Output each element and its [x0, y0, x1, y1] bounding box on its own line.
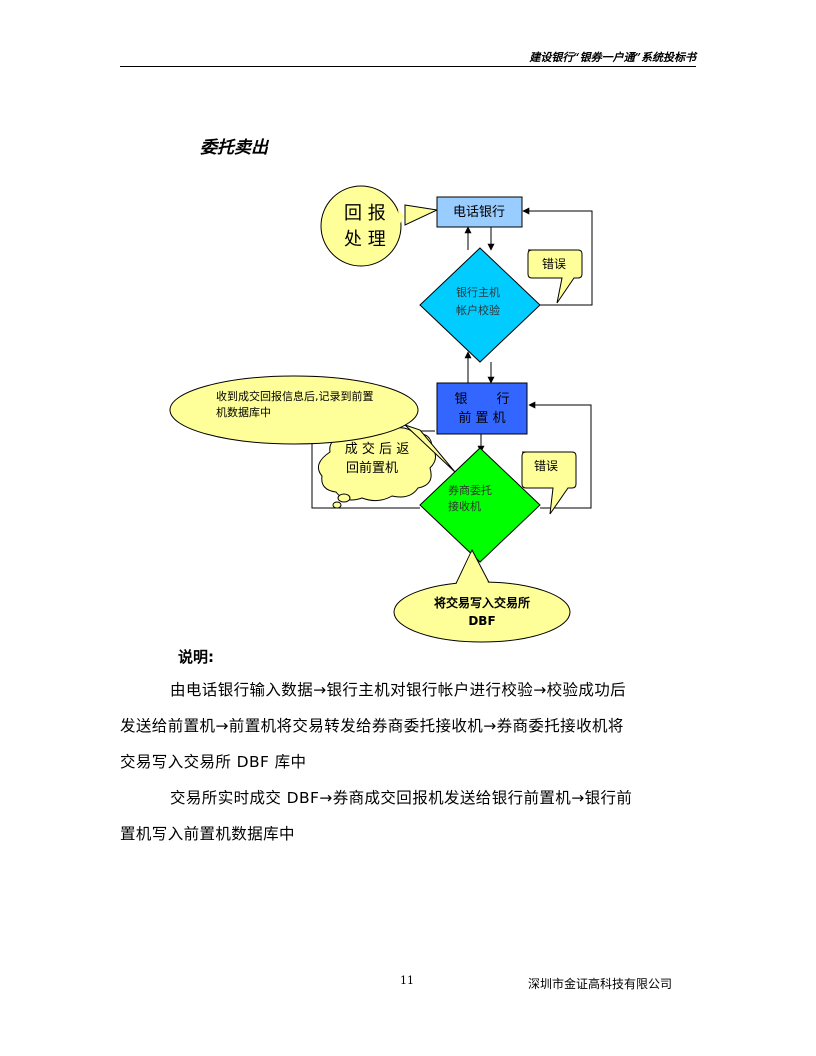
error2-label: 错误: [534, 459, 558, 473]
section-title: 委托卖出: [200, 138, 268, 158]
error-callout-1: 错误: [527, 249, 583, 304]
reply-bubble-line2: 处 理: [344, 229, 386, 250]
header-title: 建设银行“银券一户通”系统投标书: [529, 51, 696, 64]
bank-host-diamond: 银行主机 帐户校验: [419, 247, 541, 363]
broker-line1: 券商委托: [448, 483, 492, 497]
broker-line2: 接收机: [448, 499, 481, 513]
error-loop-1: [522, 207, 593, 306]
error-loop-2: [528, 401, 592, 509]
receive-callout: 收到成交回报信息后,记录到前置 机数据库中: [169, 375, 456, 473]
bank-host-line2: 帐户校验: [456, 303, 500, 317]
explanation-paragraph-1: 由电话银行输入数据→银行主机对银行帐户进行校验→校验成功后 发送给前置机→前置机…: [120, 672, 720, 780]
cloud-line2: 回前置机: [346, 460, 398, 476]
return-cloud: 成 交 后 返 回前置机: [317, 426, 436, 509]
error1-label: 错误: [542, 257, 566, 271]
error-callout-2: 错误: [521, 451, 577, 515]
para2-line1: 交易所实时成交 DBF→券商成交回报机发送给银行前置机→银行前: [170, 789, 633, 807]
receive-callout-line1: 收到成交回报信息后,记录到前置: [216, 389, 374, 403]
exchange-callout-line2: DBF: [468, 614, 495, 628]
reply-bubble-line1: 回 报: [344, 203, 386, 224]
para2-line2: 置机写入前置机数据库中: [120, 825, 295, 843]
cloud-line1: 成 交 后 返: [345, 441, 409, 457]
page-number: 11: [400, 974, 414, 987]
explanation-paragraph-2: 交易所实时成交 DBF→券商成交回报机发送给银行前置机→银行前 置机写入前置机数…: [120, 780, 720, 852]
reply-bubble: 回 报 处 理: [320, 185, 439, 267]
phone-bank-label: 电话银行: [453, 205, 505, 220]
front-machine-line1: 银 行: [455, 392, 510, 407]
receive-callout-line2: 机数据库中: [216, 405, 271, 419]
exchange-callout: 将交易写入交易所 DBF: [393, 548, 571, 643]
para1-line1: 由电话银行输入数据→银行主机对银行帐户进行校验→校验成功后: [170, 681, 627, 699]
broker-diamond: 券商委托 接收机: [419, 447, 541, 563]
para1-line2: 发送给前置机→前置机将交易转发给券商委托接收机→券商委托接收机将: [120, 717, 624, 735]
front-machine-line2: 前 置 机: [458, 410, 505, 426]
footer-company: 深圳市金证高科技有限公司: [528, 977, 673, 991]
exchange-callout-line1: 将交易写入交易所: [434, 595, 530, 610]
para1-line3: 交易写入交易所 DBF 库中: [120, 753, 307, 771]
explanation-heading: 说明:: [178, 648, 214, 666]
phone-bank-box: 电话银行: [436, 196, 523, 228]
front-machine-box: 银 行 前 置 机: [436, 382, 528, 435]
header-rule: [120, 66, 696, 67]
bank-host-line1: 银行主机: [456, 285, 500, 299]
